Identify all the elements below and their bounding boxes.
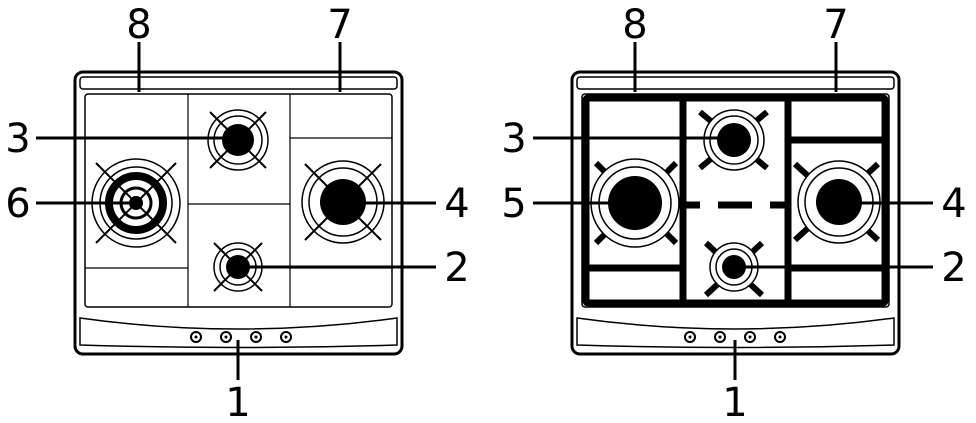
callout-8-right: 8 [622,2,647,48]
hob-left-top-trim [79,76,398,90]
callout-3-right: 3 [501,116,526,162]
callout-2-right: 2 [941,245,966,291]
callout-5-right: 5 [501,181,526,227]
callout-7-left: 7 [327,2,352,48]
hob-left-cooking-area [84,93,393,308]
callout-1-left: 1 [225,380,250,423]
callout-2-left: 2 [444,245,469,291]
hob-left-burner-rear-middle [207,109,269,171]
hob-right-leaders [533,42,933,380]
hob-right-pan-supports [582,94,889,307]
hob-right-burner-rear-middle [703,109,765,171]
callout-8-left: 8 [126,2,151,48]
callout-3-left: 3 [5,116,30,162]
callout-4-left: 4 [444,181,469,227]
hob-right: 8 7 3 5 4 2 1 [501,2,966,423]
callout-7-right: 7 [823,2,848,48]
hob-right-control-knobs [684,331,786,343]
hob-left-leaders [36,42,436,380]
hob-left-burner-right [301,160,385,244]
callout-1-right: 1 [722,380,747,423]
callout-6-left: 6 [5,181,30,227]
hob-right-cooking-area [581,93,890,308]
hob-right-front-panel [576,317,895,349]
hob-left: 8 7 3 6 4 2 1 [5,2,469,423]
callout-4-right: 4 [941,181,966,227]
hob-left-control-knobs [190,331,292,343]
hob-left-front-panel [79,317,398,349]
hob-right-top-trim [576,76,895,90]
